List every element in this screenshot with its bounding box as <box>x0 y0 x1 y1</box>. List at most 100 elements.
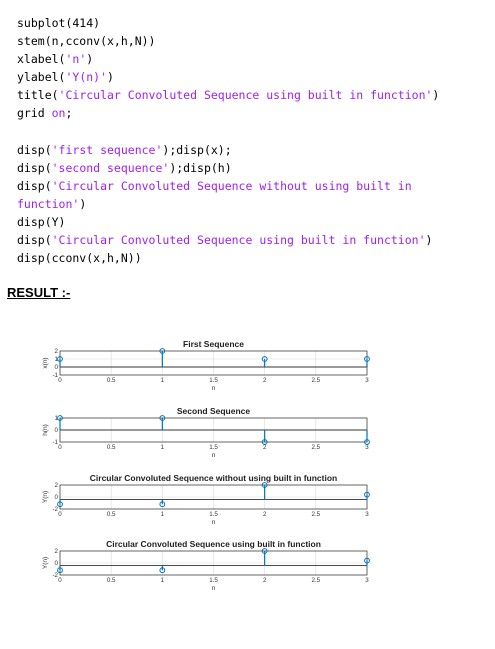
x-tick-label: 2.5 <box>312 444 321 451</box>
y-tick-label: -1 <box>52 372 58 379</box>
y-tick-label: -2 <box>52 506 58 513</box>
code-line: xlabel('n') <box>17 50 439 68</box>
code-line: disp(Y) <box>17 213 439 231</box>
code-token: subplot(414) <box>17 16 101 30</box>
x-tick-label: 1.5 <box>209 577 218 584</box>
code-token: disp( <box>17 160 52 175</box>
y-tick-label: 0 <box>55 364 59 371</box>
code-line: title('Circular Convoluted Sequence usin… <box>17 86 439 104</box>
x-tick-label: 0 <box>58 577 62 584</box>
code-token: ; <box>65 106 73 121</box>
stem-marker <box>57 567 63 574</box>
x-tick-label: 1.5 <box>209 511 218 518</box>
code-token: title( <box>17 88 59 103</box>
x-tick-label: 3 <box>365 444 369 451</box>
x-tick-label: 1 <box>161 577 165 584</box>
stem-marker <box>159 567 166 574</box>
code-token: disp(Y) <box>17 215 66 230</box>
y-tick-label: 2 <box>55 482 59 489</box>
x-axis-label: n <box>212 452 216 459</box>
x-tick-label: 2 <box>263 444 267 451</box>
stem-marker <box>261 439 268 445</box>
code-token: );disp(x); <box>162 142 232 157</box>
code-token: disp(cconv(x,h,N)) <box>17 251 142 266</box>
code-token: ) <box>107 70 114 85</box>
x-axis-label: n <box>212 385 216 392</box>
x-tick-label: 2 <box>263 577 267 584</box>
x-tick-label: 3 <box>365 377 369 384</box>
x-tick-label: 0.5 <box>107 511 116 518</box>
x-tick-label: 0 <box>58 377 62 384</box>
code-line: disp(cconv(x,h,N)) <box>17 249 439 267</box>
code-line: stem(n,cconv(x,h,N)) <box>17 32 439 50</box>
y-axis-label: x(n) <box>42 357 49 368</box>
stem-marker <box>57 501 63 508</box>
plot-title: First Sequence <box>183 339 244 349</box>
stem-marker <box>159 501 166 508</box>
code-token: disp( <box>17 142 52 157</box>
code-string-token: on <box>51 106 66 121</box>
x-tick-label: 1 <box>161 511 165 518</box>
stem-marker <box>261 548 268 554</box>
code-token: );disp(h) <box>169 160 232 175</box>
code-line: disp('Circular Convoluted Sequence using… <box>17 231 439 249</box>
stem-marker <box>159 415 166 421</box>
stem-marker <box>57 356 63 362</box>
code-token: ) <box>79 196 87 211</box>
code-string-token: 'second sequence' <box>51 160 170 175</box>
plot-title: Circular Convoluted Sequence using built… <box>106 539 321 549</box>
code-line: disp('second sequence');disp(h) <box>17 159 439 177</box>
y-tick-label: 0 <box>55 427 59 434</box>
code-line: grid on; <box>17 104 439 122</box>
code-token: stem(n,cconv(x,h,N)) <box>17 34 156 49</box>
y-tick-label: -1 <box>52 439 58 446</box>
x-axis-label: n <box>212 585 216 592</box>
code-string-token: 'Circular Convoluted Sequence without us… <box>51 178 412 193</box>
x-tick-label: 0 <box>58 444 62 451</box>
stem-marker <box>364 356 370 362</box>
y-tick-label: -2 <box>52 572 58 579</box>
x-tick-label: 1.5 <box>209 377 218 384</box>
code-string-token: 'Y(n)' <box>65 70 108 85</box>
code-line: function') <box>17 195 439 213</box>
code-listing: subplot(414)stem(n,cconv(x,h,N))xlabel('… <box>17 14 439 267</box>
code-string-token: 'Circular Convoluted Sequence using buil… <box>51 233 426 248</box>
x-tick-label: 3 <box>365 577 369 584</box>
code-token: grid <box>17 106 52 121</box>
code-string-token: 'Circular Convoluted Sequence using buil… <box>58 88 433 103</box>
y-axis-label: Y(n) <box>42 491 49 503</box>
x-tick-label: 0 <box>58 511 62 518</box>
x-tick-label: 0.5 <box>107 577 116 584</box>
y-tick-label: 0 <box>55 494 59 501</box>
x-tick-label: 2 <box>263 511 267 518</box>
code-line: subplot(414) <box>17 14 439 32</box>
x-tick-label: 3 <box>365 511 369 518</box>
x-tick-label: 0.5 <box>107 444 116 451</box>
code-token: ) <box>432 88 440 103</box>
stem-marker <box>364 557 370 564</box>
stem-marker <box>261 482 268 488</box>
x-tick-label: 1 <box>161 444 165 451</box>
y-tick-label: 0 <box>55 560 59 567</box>
stem-marker <box>57 415 63 421</box>
code-line: ylabel('Y(n)') <box>17 68 439 86</box>
code-token: xlabel( <box>17 52 66 67</box>
stem-marker <box>364 491 370 498</box>
x-tick-label: 2.5 <box>312 511 321 518</box>
y-axis-label: Y(n) <box>42 557 49 569</box>
code-line: disp('first sequence');disp(x); <box>17 141 439 159</box>
stem-marker <box>159 348 166 354</box>
x-tick-label: 2.5 <box>312 577 321 584</box>
code-string-token: 'n' <box>65 52 87 67</box>
code-token: ) <box>86 52 94 67</box>
x-tick-label: 1.5 <box>209 444 218 451</box>
stem-marker <box>261 356 268 362</box>
y-tick-label: 2 <box>55 348 59 355</box>
x-tick-label: 0.5 <box>107 377 116 384</box>
y-tick-label: 2 <box>55 548 59 555</box>
y-tick-label: 1 <box>55 415 59 422</box>
code-string-token: 'first sequence' <box>51 142 163 157</box>
x-axis-label: n <box>212 519 216 526</box>
code-line: disp('Circular Convoluted Sequence witho… <box>17 177 439 195</box>
